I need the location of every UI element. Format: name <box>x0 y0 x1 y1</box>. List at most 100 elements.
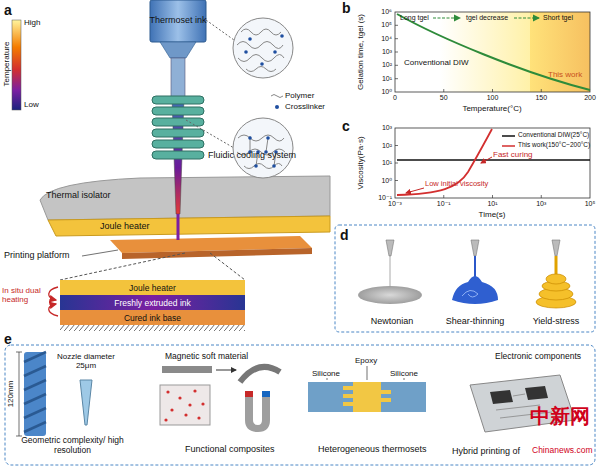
property-label: Shear-thinning <box>446 316 505 326</box>
dashed-frame <box>5 345 595 465</box>
dimension-label: 120mm <box>6 381 15 408</box>
part-label: Electronic components <box>495 352 581 362</box>
zone-label: tgel decrease <box>466 14 508 22</box>
bent-strip <box>240 367 280 382</box>
layer-band: Cured ink base <box>60 310 245 325</box>
watermark: 中新网 <box>530 405 590 428</box>
zoom-line <box>206 20 234 40</box>
extruded-ink <box>177 214 180 240</box>
particles <box>164 389 204 421</box>
legend-label: Conventional DIW(25°C) <box>518 131 589 138</box>
property-label: Newtonian <box>371 316 414 326</box>
twist-lines <box>24 352 46 432</box>
composite-square <box>160 385 210 425</box>
magnetic-strip <box>162 366 212 373</box>
nozzle-symbol <box>386 240 394 256</box>
watermark: Chinanews.com <box>532 446 592 456</box>
axis-title: Temperature(°C) <box>462 104 521 113</box>
tick-label: 10³ <box>382 124 392 132</box>
chip <box>490 390 513 404</box>
shear-thinning-blob <box>452 276 498 304</box>
zone-short <box>530 12 590 92</box>
cooling-coil <box>152 151 204 159</box>
part-label: Joule heater <box>100 221 150 231</box>
layer-band: Freshly extruded ink <box>60 295 245 310</box>
panel-letter: c <box>342 118 350 134</box>
gelation-curve <box>397 14 590 90</box>
annotation-arrow <box>406 188 424 193</box>
cooling-coil <box>152 129 204 137</box>
zone-label: Long tgel <box>400 14 429 22</box>
magnet-pole <box>245 391 253 397</box>
chip <box>525 386 548 400</box>
legend-sample <box>271 95 283 98</box>
nozzle-symbol <box>80 380 92 425</box>
scale-label: Low <box>24 100 39 109</box>
material-label: Silicone <box>312 369 340 378</box>
layer-band: Joule heater <box>60 280 245 295</box>
tick-label: 0 <box>393 94 397 102</box>
part-label: Fluidic cooling system <box>208 150 296 160</box>
category-label: Geometric complexity/ high resolution <box>10 436 135 456</box>
legend-label: Crosslinker <box>285 102 325 111</box>
platform-side <box>122 248 312 259</box>
tick-label: 10³ <box>536 200 546 208</box>
heating-arrow <box>49 304 58 316</box>
cooling-coil <box>152 107 204 115</box>
annotation: Fast curing <box>493 150 533 159</box>
interlock-fingers <box>343 386 391 406</box>
part-label: Thermal isolator <box>46 190 111 200</box>
newtonian-puddle <box>358 286 422 304</box>
hatch-base <box>60 325 245 331</box>
syringe-barrel <box>150 0 206 42</box>
cooling-coil <box>152 118 204 126</box>
joule-heater <box>48 216 330 236</box>
property-label: Yield-stress <box>533 316 580 326</box>
tick-label: 10⁰ <box>381 88 392 96</box>
note: In situ dual heating <box>2 286 44 304</box>
scale-label: High <box>24 18 40 27</box>
tick-label: 10⁵ <box>381 21 392 29</box>
syringe-neck <box>160 42 196 58</box>
zoom-line <box>186 120 234 148</box>
temperature-bar <box>12 20 21 110</box>
part-label: Magnetic soft material <box>165 352 248 362</box>
tick-label: 10¹ <box>382 159 392 167</box>
this-work-curve <box>397 129 492 195</box>
nozzle-tube <box>171 58 185 98</box>
zone-arrow <box>514 17 539 18</box>
tick-label: 10² <box>382 141 392 149</box>
tick-label: 10⁻¹ <box>437 200 451 208</box>
thermal-isolator <box>40 176 330 220</box>
legend-sample <box>275 105 279 109</box>
legend-label: Polymer <box>285 91 314 100</box>
zoom-circle <box>233 18 293 78</box>
axis-title: Temperature <box>2 42 11 87</box>
material-label: Silicone <box>390 369 418 378</box>
tick-label: 10⁻³ <box>388 200 402 208</box>
material-label: Epoxy <box>355 356 377 365</box>
tick-label: 10¹ <box>382 75 392 83</box>
panel-letter: e <box>4 331 12 347</box>
tick-label: 10⁵ <box>585 200 596 208</box>
tick-label: 50 <box>440 94 448 102</box>
nozzle-symbol <box>552 240 560 256</box>
dimension-label: Nozzle diameter 25μm <box>50 352 122 370</box>
magnet-symbol <box>245 395 270 432</box>
yield-coil <box>546 274 566 284</box>
tick-label: 10² <box>382 61 392 69</box>
polymer-chains <box>237 29 284 72</box>
layer-name: Freshly extruded ink <box>114 298 191 308</box>
axis-title: Viscosity(Pa·s) <box>356 136 365 189</box>
arrow <box>216 370 236 371</box>
legend-label: This work(150°C~200°C) <box>518 141 590 148</box>
category-label: Functional composites <box>185 444 275 454</box>
heating-arrow <box>49 287 58 300</box>
part-label: Thermoset ink <box>149 15 206 25</box>
plot-frame <box>395 128 590 198</box>
axis-ticks <box>395 25 541 92</box>
tick-label: 200 <box>584 94 596 102</box>
tick-label: 10¹ <box>487 200 497 208</box>
dashed-frame <box>335 225 595 332</box>
